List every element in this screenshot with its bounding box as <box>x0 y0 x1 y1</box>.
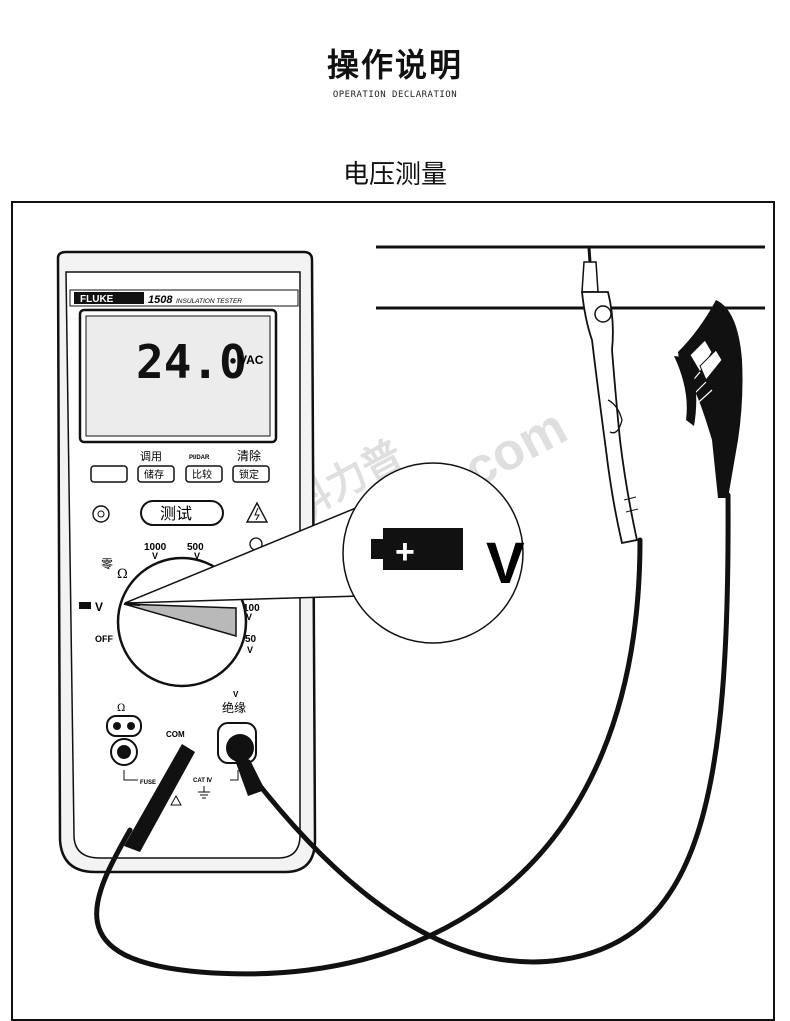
battery-plus-symbol: + <box>395 533 415 571</box>
com-plug <box>124 744 195 852</box>
voltage-measurement-diagram: 科力普 www.colipu.com FLUKE 1508 INSULATION… <box>56 245 765 977</box>
dial-pointer-tip <box>123 603 141 606</box>
dial-100-unit: V <box>246 612 252 622</box>
test-probe <box>580 247 639 545</box>
callout-v-label: V <box>486 531 525 596</box>
dial-100-label: 100 <box>243 603 260 614</box>
red-lead-cable <box>237 492 731 965</box>
lcd-reading: 24.0 <box>136 335 247 389</box>
page-title: 操作说明 <box>326 46 463 84</box>
dial-battery-icon <box>79 602 91 609</box>
dial-callout: + V <box>124 462 525 644</box>
alligator-clip <box>674 300 743 498</box>
dial-50-label: 50 <box>245 634 257 645</box>
v-plug <box>226 734 265 796</box>
compare-label: 比较 <box>192 468 212 481</box>
lcd-screen <box>85 315 271 437</box>
backlight-icon[interactable] <box>92 505 110 523</box>
dial-1000-label: 1000 <box>144 542 167 553</box>
lock-label: 锁定 <box>239 468 259 481</box>
dial-50-unit: V <box>247 645 253 655</box>
jack-v-label: V <box>233 690 239 699</box>
battery-icon <box>371 528 463 570</box>
fuse-label: FUSE <box>140 780 156 786</box>
dial-off-label: OFF <box>95 634 113 644</box>
dial-500-unit: V <box>194 551 200 561</box>
ground-icon <box>198 786 210 799</box>
ohm-jack[interactable] <box>106 715 142 737</box>
fuse-jack[interactable] <box>110 738 138 766</box>
dial-zero-label: 零 <box>101 557 113 571</box>
test-leads <box>94 492 731 977</box>
blank-button[interactable] <box>90 465 128 483</box>
jack-insulation-label: 绝缘 <box>222 700 246 715</box>
caution-icon <box>170 794 182 806</box>
brand-logo: FLUKE <box>80 294 114 305</box>
clear-label: 清除 <box>237 448 261 463</box>
model-number: 1508 <box>148 294 173 306</box>
dial-pointer <box>123 603 237 637</box>
jack-com-label: COM <box>166 730 185 739</box>
lcd-unit: VAC <box>239 353 264 367</box>
dial-1000-unit: V <box>152 551 158 561</box>
section-title: 电压测量 <box>342 160 447 190</box>
dial-v-label: V <box>95 600 103 614</box>
recall-label: 调用 <box>140 450 162 463</box>
lock-button[interactable] <box>232 465 270 483</box>
jack-ohm-label: Ω <box>117 703 125 714</box>
store-button[interactable] <box>137 465 175 483</box>
brand-badge <box>74 292 144 304</box>
black-lead-cable <box>94 537 643 977</box>
test-button-label: 测试 <box>160 504 192 523</box>
compare-button[interactable] <box>185 465 223 483</box>
store-label: 储存 <box>144 468 164 481</box>
multimeter: FLUKE 1508 INSULATION TESTER 24.0 VAC 调用… <box>56 250 317 874</box>
model-description: INSULATION TESTER <box>176 298 242 305</box>
dial-ohm-label: Ω <box>117 567 128 582</box>
test-button[interactable] <box>140 500 224 526</box>
high-voltage-warning-icon <box>245 501 269 523</box>
cat-label: CAT Ⅳ <box>193 777 213 784</box>
pidar-label: PI/DAR <box>189 455 210 461</box>
jack-bracket <box>123 770 239 781</box>
dial-500-label: 500 <box>187 542 204 553</box>
page-subtitle: OPERATION DECLARATION <box>332 90 458 100</box>
